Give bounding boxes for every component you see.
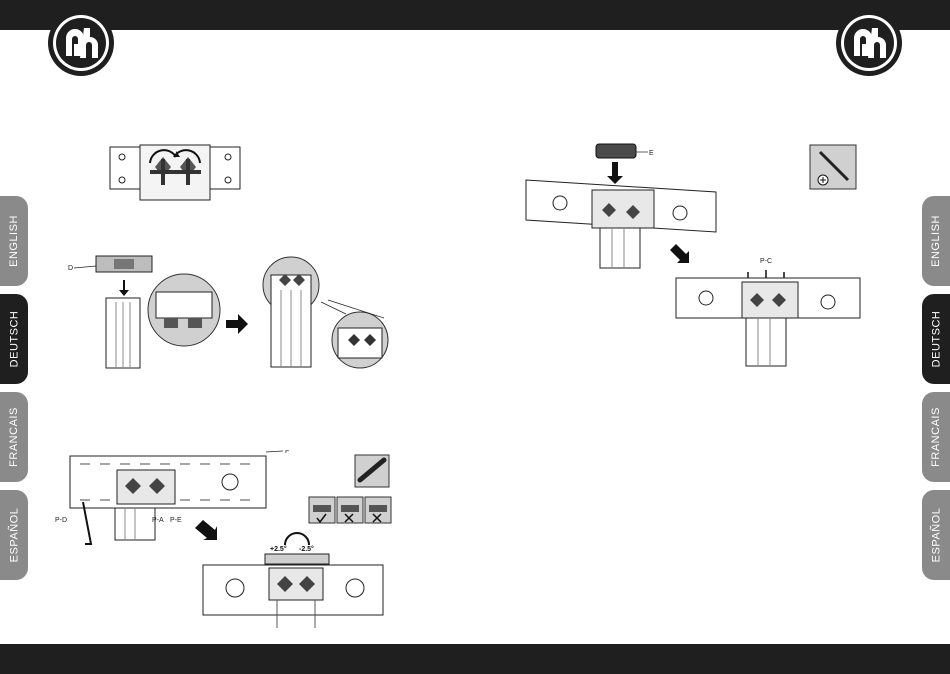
tab-english-left[interactable]: ENGLISH: [0, 196, 28, 286]
tab-francais-left[interactable]: FRANCAIS: [0, 392, 28, 482]
wall-plate-level-illustration: P-D P-A P-E F +2.5° -2.5°: [55, 450, 395, 630]
bottom-bar: [0, 644, 950, 674]
label-part-e-left: E: [649, 150, 654, 157]
label-tilt-minus: -2.5°: [299, 545, 314, 553]
brand-logo-right: [834, 8, 904, 78]
tab-espanol-left[interactable]: ESPAÑOL: [0, 490, 28, 580]
tab-english-right[interactable]: ENGLISH: [922, 196, 950, 286]
tab-deutsch-right[interactable]: DEUTSCH: [922, 294, 950, 384]
tab-espanol-right[interactable]: ESPAÑOL: [922, 490, 950, 580]
label-part-d: D: [68, 265, 73, 272]
post-bracket-illustration: D: [66, 250, 396, 370]
label-part-pe: P-E: [170, 517, 182, 524]
label-tilt-plus: +2.5°: [270, 545, 287, 553]
label-part-f: F: [285, 450, 289, 455]
label-part-pd: P-D: [55, 517, 67, 524]
bracket-rotation-illustration: [100, 135, 250, 210]
brand-logo-left: [46, 8, 116, 78]
tab-francais-right[interactable]: FRANCAIS: [922, 392, 950, 482]
top-bar: [0, 0, 950, 30]
part-e-mounting-illustration: E P-C: [520, 140, 870, 370]
label-part-pa: P-A: [152, 517, 164, 524]
tab-deutsch-left[interactable]: DEUTSCH: [0, 294, 28, 384]
label-part-pc: P-C: [760, 258, 772, 265]
